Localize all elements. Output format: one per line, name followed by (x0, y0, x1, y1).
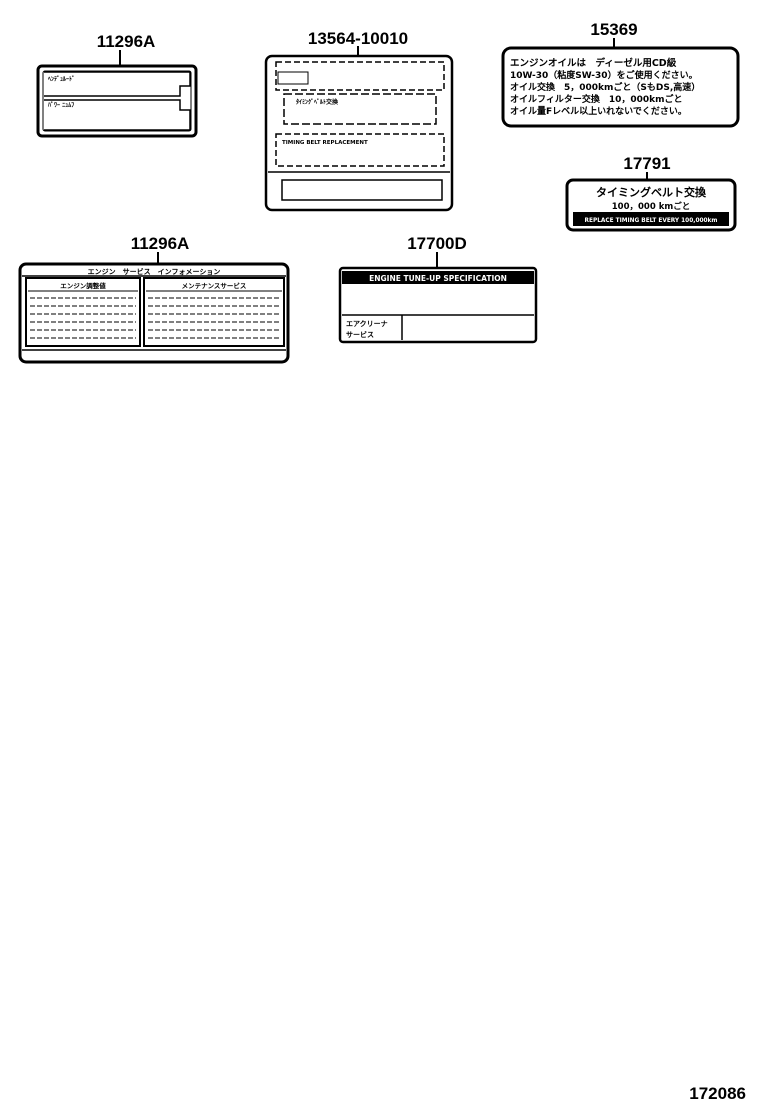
part-13564-10010-label (264, 46, 454, 212)
part-number: 17700D (407, 234, 467, 253)
label-line: REPLACE TIMING BELT EVERY 100,000km (585, 218, 718, 224)
label-line: メンテナンスサービス (182, 281, 247, 290)
label-line: 10W-30（粘度SW-30）をご使用ください。 (510, 69, 698, 81)
label-line: ﾍﾝﾃﾞｭﾙｰﾄﾞ (47, 75, 75, 83)
label-line: オイル交換 5，000kmごと（SもDS,高速） (510, 81, 700, 93)
part-number: 15369 (590, 20, 637, 39)
label-line: エンジンオイルは ディーゼル用CD級 (510, 57, 677, 69)
part-number: 11296A (131, 234, 190, 253)
part-11296a-large-label (18, 252, 290, 364)
part-number: 13564-10010 (308, 29, 408, 48)
label-line: ﾊﾟﾜｰ ﾆｭﾑﾌ (47, 101, 74, 109)
label-line: TIMING BELT REPLACEMENT (282, 140, 368, 146)
part-number: 11296A (97, 32, 156, 51)
label-line: 100，000 kmごと (612, 201, 690, 212)
label-line: エアクリーナ (346, 319, 388, 328)
label-line: エンジン調整値 (60, 281, 106, 290)
part-17700d-label (338, 252, 538, 344)
label-line: タイミングベルト交換 (596, 185, 707, 199)
part-17791-label (565, 172, 737, 232)
label-line: オイル量Fレベル以上いれないでください。 (510, 105, 687, 117)
label-line: サービス (346, 330, 374, 339)
label-line: ﾀｲﾐﾝｸﾞﾍﾞﾙﾄ交換 (296, 98, 339, 106)
label-line: オイルフィルター交換 10，000kmごと (510, 93, 683, 105)
diagram-reference-number: 172086 (689, 1084, 746, 1103)
part-11296a-small-label (36, 50, 198, 138)
part-number: 17791 (623, 154, 670, 173)
label-line: エンジン サービス インフォメーション (88, 267, 221, 276)
label-line: ENGINE TUNE-UP SPECIFICATION (369, 274, 507, 283)
part-15369-label (501, 38, 740, 128)
